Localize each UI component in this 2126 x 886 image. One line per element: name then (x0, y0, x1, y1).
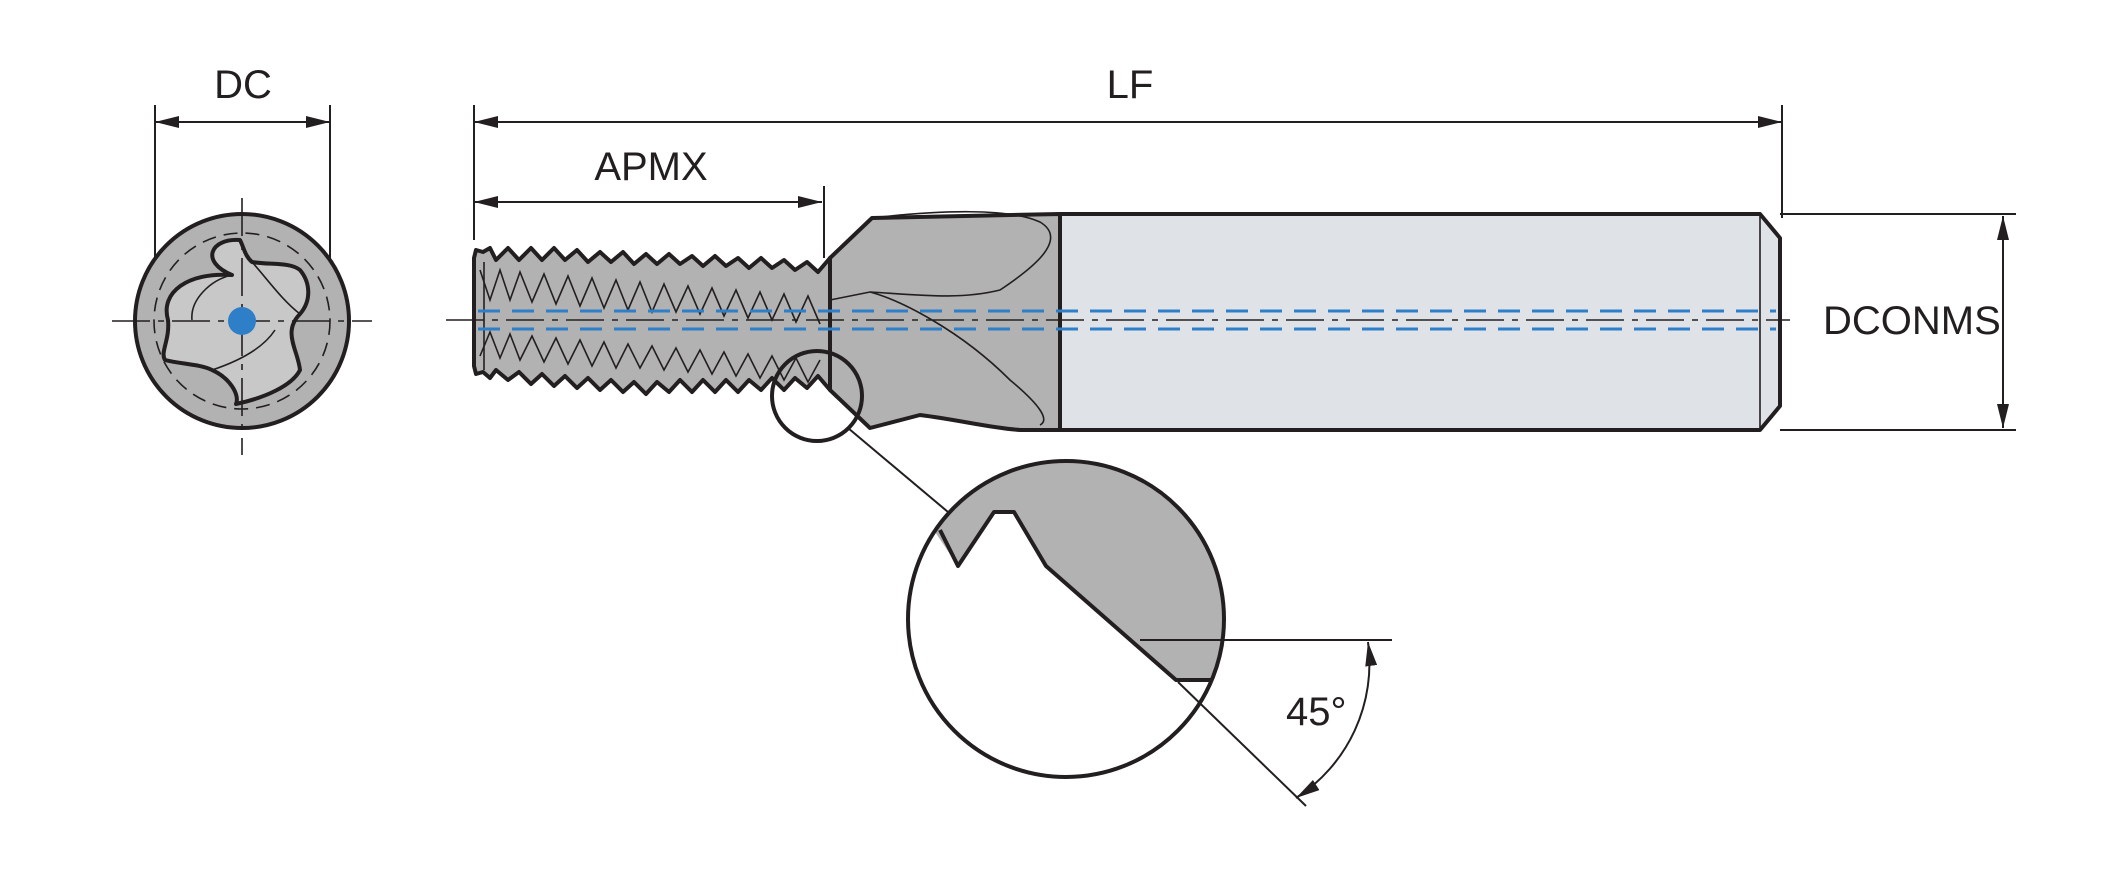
shank (1058, 212, 1782, 432)
thread-detail-view: 45° (906, 459, 1392, 807)
thread-section (472, 246, 832, 396)
dc-label: DC (214, 63, 272, 107)
angle-arc (1295, 641, 1378, 799)
coolant-hole-dot (228, 307, 256, 335)
lf-label: LF (1107, 63, 1154, 107)
neck (828, 212, 1062, 432)
angle-label: 45° (1286, 690, 1347, 734)
dconms-label: DCONMS (1823, 299, 2001, 343)
detail-marker-circle (770, 349, 864, 443)
detail-circle (906, 459, 1226, 779)
end-view: DC (112, 63, 372, 455)
side-view: LF APMX DCONMS (446, 63, 2016, 513)
apmx-label: APMX (594, 145, 707, 189)
